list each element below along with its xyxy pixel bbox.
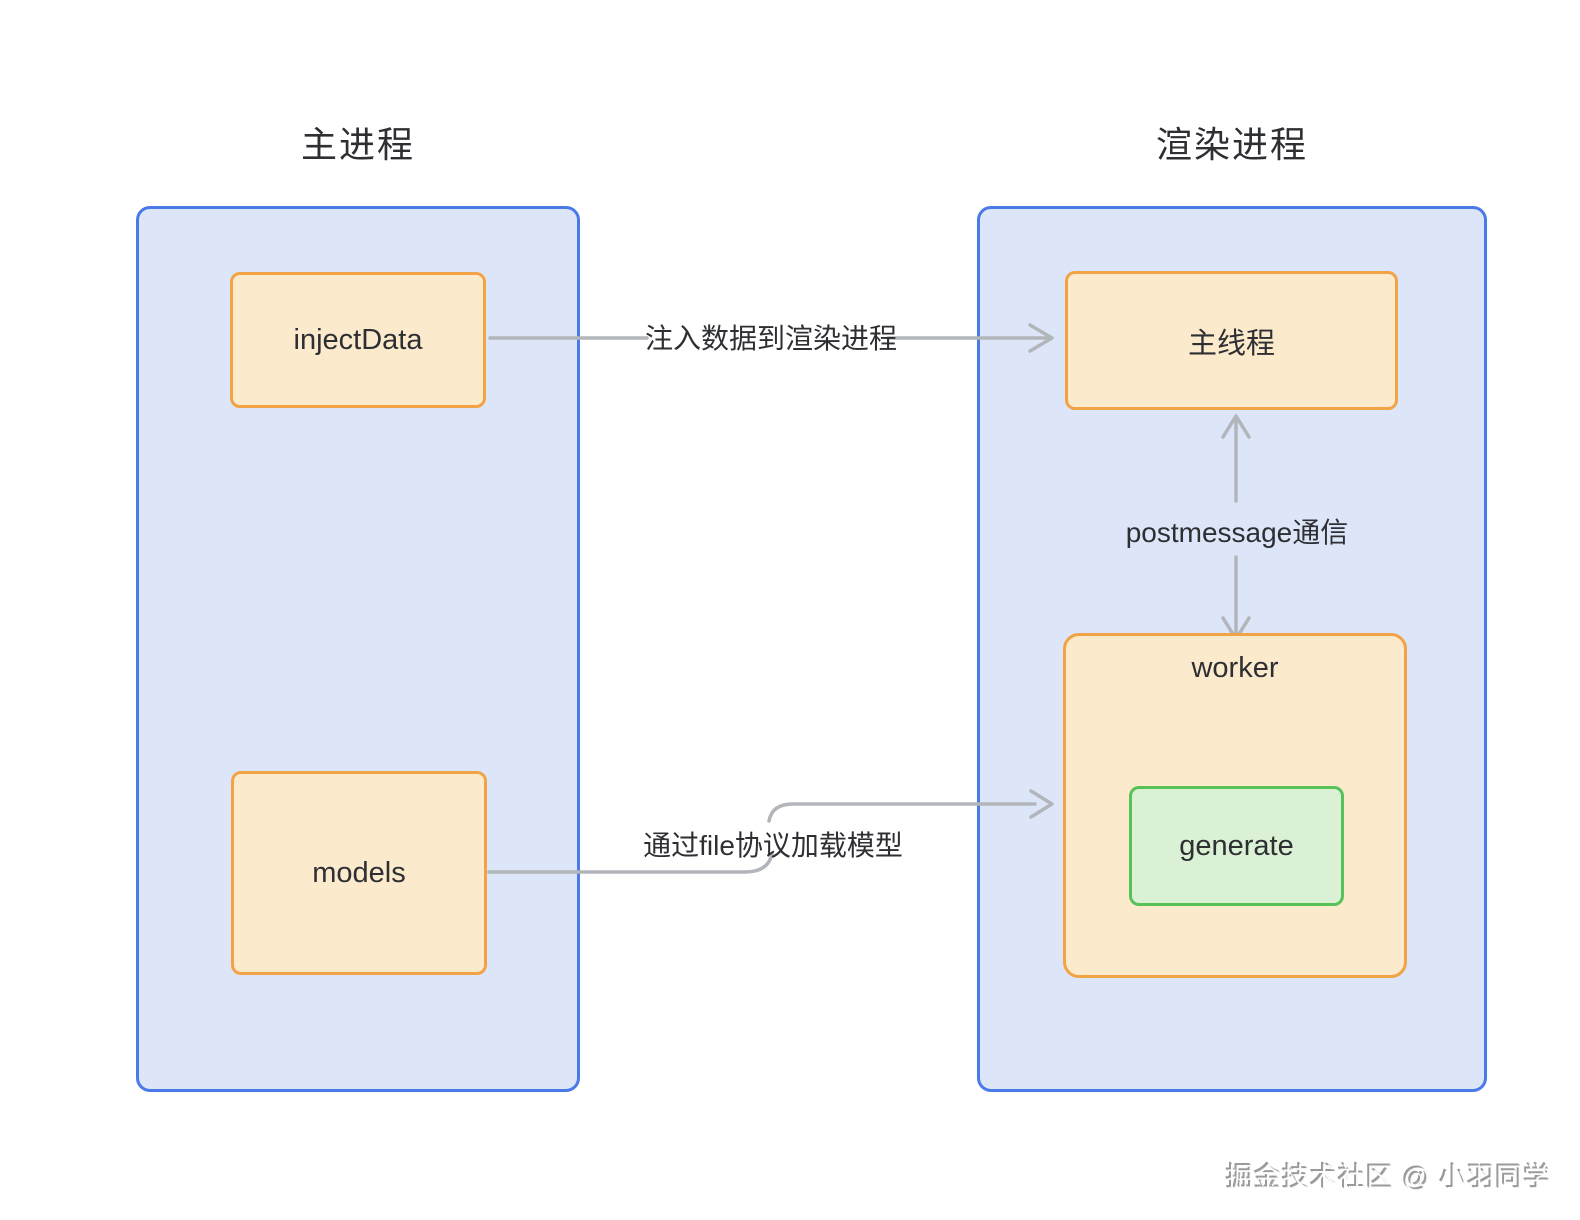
worker-box: worker generate: [1063, 633, 1407, 978]
inject-data-label: injectData: [293, 323, 423, 356]
models-label: models: [312, 856, 406, 889]
generate-label: generate: [1179, 829, 1294, 862]
edge-label-load-model: 通过file协议加载模型: [643, 830, 903, 861]
edge-label-postmessage: postmessage通信: [1125, 517, 1349, 548]
main-thread-box: 主线程: [1065, 271, 1398, 410]
main-thread-label: 主线程: [1187, 327, 1275, 360]
main-process-title: 主进程: [300, 124, 415, 165]
worker-label: worker: [1191, 652, 1279, 684]
inject-data-box: injectData: [230, 272, 486, 408]
edge-label-inject-to-main-thread: 注入数据到渲染进程: [644, 323, 897, 354]
watermark-text: 掘金技术社区 @ 小羽同学: [1226, 1163, 1552, 1193]
generate-box: generate: [1129, 786, 1344, 906]
render-process-title: 渲染进程: [1155, 124, 1308, 165]
models-box: models: [231, 771, 487, 975]
